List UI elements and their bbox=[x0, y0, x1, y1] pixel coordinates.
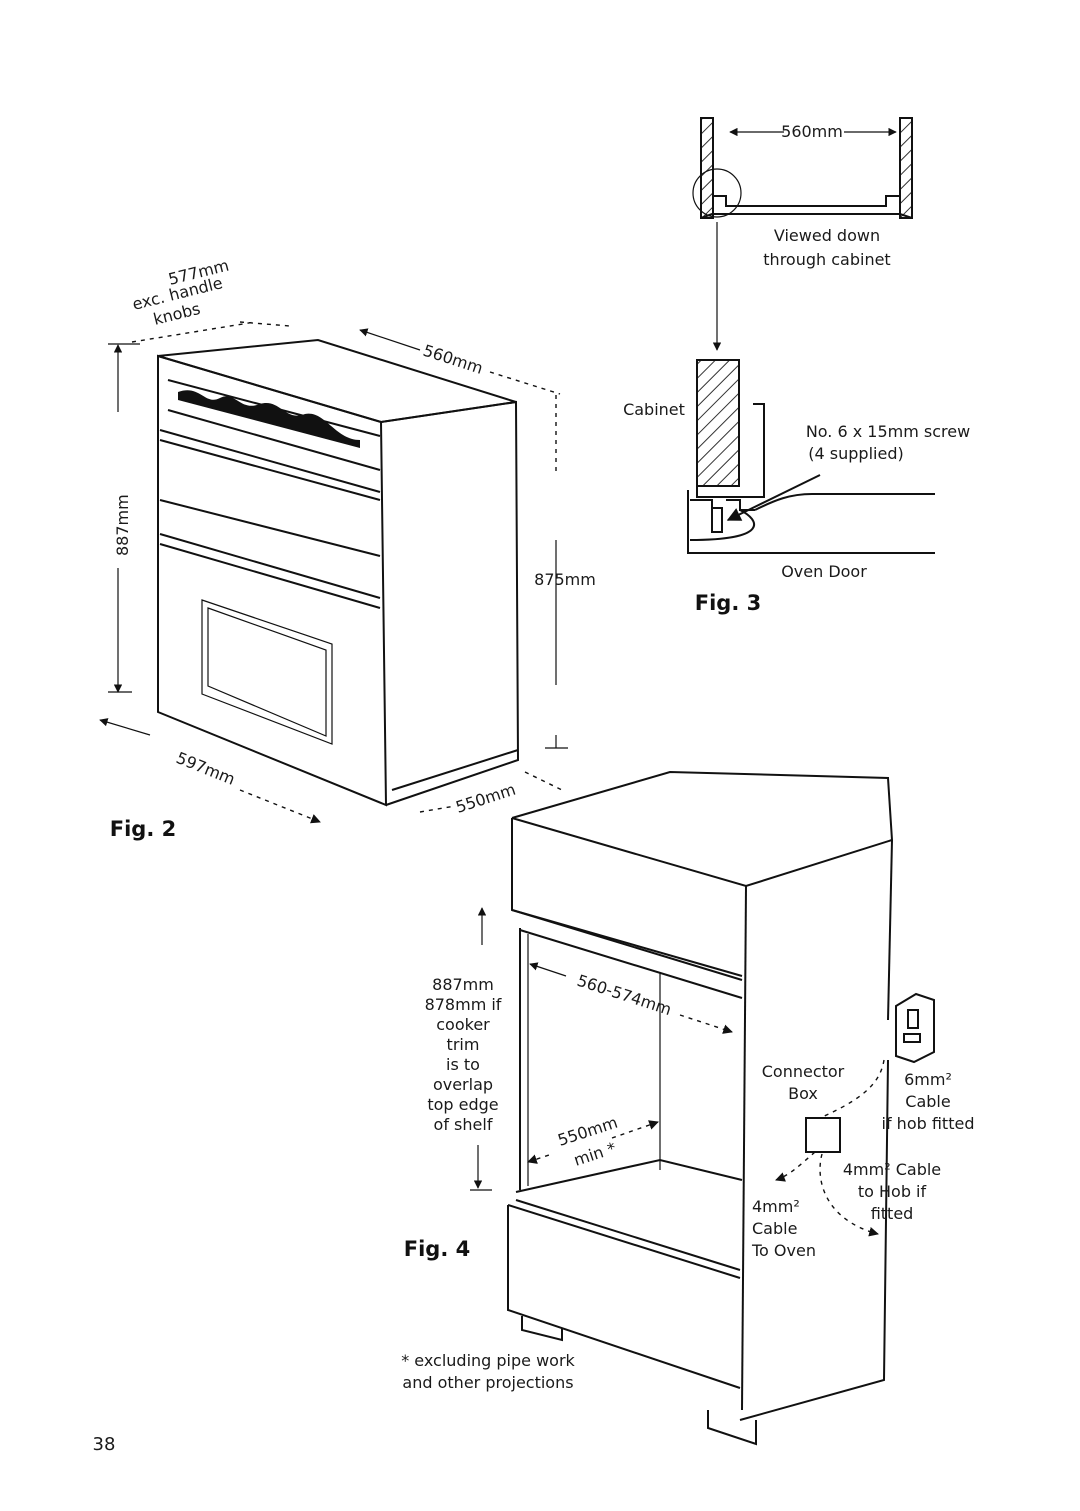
connector-box-icon bbox=[805, 1117, 841, 1153]
socket-icon bbox=[895, 992, 935, 1064]
fig4-height-note-2: 878mm if bbox=[425, 995, 502, 1014]
fig3-plan-view bbox=[692, 117, 913, 351]
fig2-inner-height-label: 875mm bbox=[534, 570, 596, 589]
cable-6mm-label: 6mm² bbox=[904, 1070, 952, 1089]
fig2-oven-body bbox=[157, 338, 520, 807]
cable-6mm-label-2: Cable bbox=[905, 1092, 950, 1111]
fig4-height-note-7: top edge bbox=[427, 1095, 498, 1114]
cable-4mm-oven-label-2: Cable bbox=[752, 1219, 797, 1238]
connector-box-label: Connector bbox=[762, 1062, 845, 1081]
cable-4mm-hob-label-2: to Hob if bbox=[858, 1182, 927, 1201]
fig4-height-note-6: overlap bbox=[433, 1075, 493, 1094]
fig3-viewed-down-label: Viewed down bbox=[774, 226, 880, 245]
connector-box-label-2: Box bbox=[788, 1084, 818, 1103]
fig4-height-note-1: 887mm bbox=[432, 975, 494, 994]
fig4-diagram: 887mm 878mm if cooker trim is to overlap… bbox=[401, 770, 975, 1446]
fig4-height-note-4: trim bbox=[447, 1035, 480, 1054]
fig2-dimensions bbox=[99, 321, 568, 824]
cable-4mm-oven-label-3: To Oven bbox=[751, 1241, 816, 1260]
fig4-caption: Fig. 4 bbox=[404, 1237, 470, 1261]
fig4-footnote: * excluding pipe work bbox=[401, 1351, 575, 1370]
fig4-height-note-8: of shelf bbox=[434, 1115, 493, 1134]
fig2-caption: Fig. 2 bbox=[110, 817, 176, 841]
fig3-oven-door-label: Oven Door bbox=[781, 562, 867, 581]
fig4-height-note-5: is to bbox=[446, 1055, 480, 1074]
fig4-width-label: 560-574mm bbox=[575, 971, 674, 1019]
fig3-width-label: 560mm bbox=[781, 122, 843, 141]
fig3-caption: Fig. 3 bbox=[695, 591, 761, 615]
fig3-screw-label: No. 6 x 15mm screw bbox=[806, 422, 970, 441]
fig2-overall-width-label: 597mm bbox=[174, 748, 238, 789]
fig4-dimensions bbox=[470, 907, 733, 1191]
fig2-height-label: 887mm bbox=[113, 494, 132, 556]
fig3-diagram: 560mm Viewed down through cabinet Cabine… bbox=[623, 117, 970, 615]
fig3-detail-view bbox=[687, 359, 935, 554]
fig2-width-label: 560mm bbox=[421, 341, 486, 378]
cable-6mm-label-3: if hob fitted bbox=[882, 1114, 975, 1133]
fig2-diagram: 577mm exc. handle knobs 560mm 887mm 875m… bbox=[99, 256, 596, 841]
cable-4mm-hob-label-3: fitted bbox=[871, 1204, 914, 1223]
cable-4mm-hob-label: 4mm² Cable bbox=[843, 1160, 941, 1179]
fig4-height-note-3: cooker bbox=[436, 1015, 490, 1034]
fig3-viewed-down-label-2: through cabinet bbox=[763, 250, 890, 269]
fig3-cabinet-label: Cabinet bbox=[623, 400, 685, 419]
fig4-housing-unit bbox=[507, 770, 894, 1446]
cable-4mm-oven-label: 4mm² bbox=[752, 1197, 800, 1216]
fig3-screw-label-2: (4 supplied) bbox=[808, 444, 903, 463]
fig4-footnote-2: and other projections bbox=[402, 1373, 573, 1392]
fig2-overall-depth-label: 550mm bbox=[453, 780, 518, 817]
page-number: 38 bbox=[93, 1434, 116, 1455]
fig4-cables bbox=[775, 1059, 885, 1237]
